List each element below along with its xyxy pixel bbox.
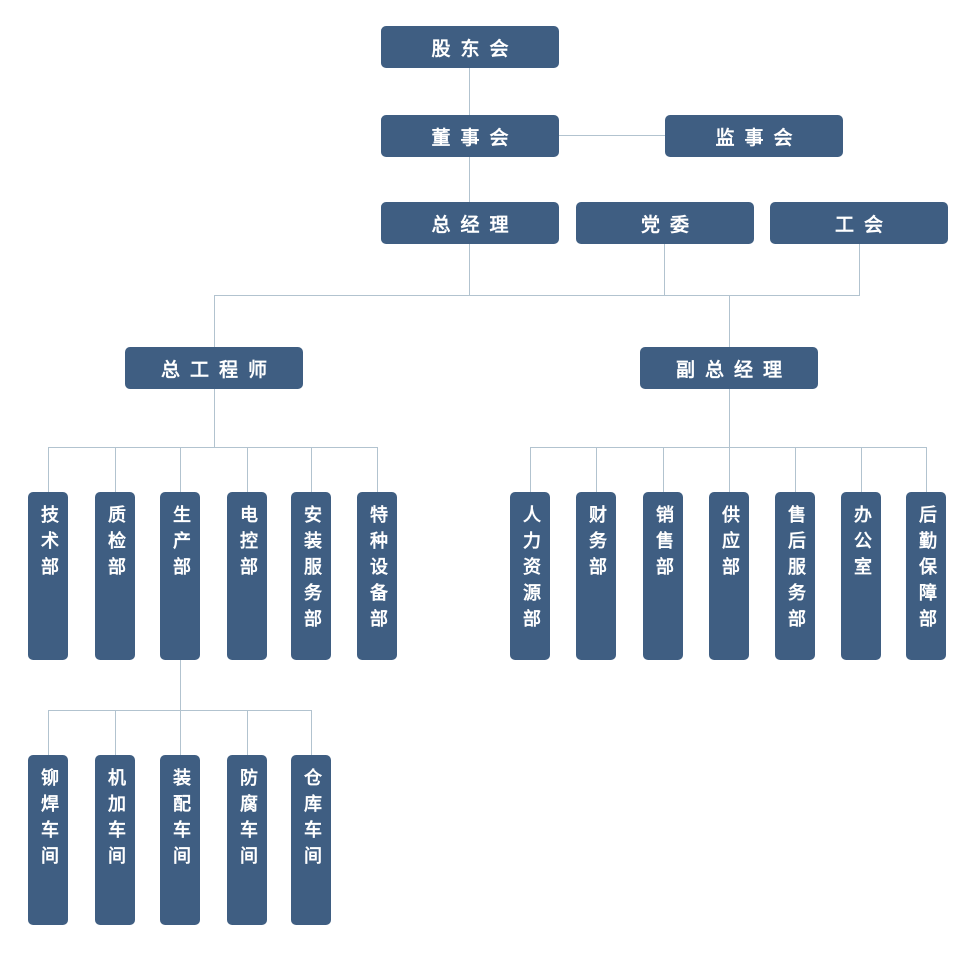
connector-line xyxy=(926,447,927,492)
org-node-chief-engineer: 总工程师 xyxy=(125,347,303,389)
org-node-dept-technology: 技术部 xyxy=(28,492,68,660)
connector-line xyxy=(729,295,730,347)
connector-line xyxy=(664,244,665,295)
org-node-dept-after-sales: 售后服务部 xyxy=(775,492,815,660)
connector-line xyxy=(214,389,215,447)
connector-line xyxy=(377,447,378,492)
connector-line xyxy=(861,447,862,492)
connector-line xyxy=(469,244,470,295)
connector-line xyxy=(311,710,312,755)
connector-line xyxy=(247,447,248,492)
org-node-dept-finance: 财务部 xyxy=(576,492,616,660)
org-node-board: 董事会 xyxy=(381,115,559,157)
org-node-workshop-machining: 机加车间 xyxy=(95,755,135,925)
connector-line xyxy=(115,710,116,755)
connector-line xyxy=(214,295,860,296)
org-node-dept-install-service: 安装服务部 xyxy=(291,492,331,660)
org-node-dept-supply: 供应部 xyxy=(709,492,749,660)
connector-line xyxy=(469,157,470,202)
org-node-workshop-welding: 铆焊车间 xyxy=(28,755,68,925)
connector-line xyxy=(311,447,312,492)
org-node-dept-office: 办公室 xyxy=(841,492,881,660)
org-node-workshop-anticorrosion: 防腐车间 xyxy=(227,755,267,925)
connector-line xyxy=(180,710,181,755)
org-node-supervisory: 监事会 xyxy=(665,115,843,157)
connector-line xyxy=(115,447,116,492)
connector-line xyxy=(48,447,378,448)
org-node-dept-production: 生产部 xyxy=(160,492,200,660)
org-node-dept-electric-control: 电控部 xyxy=(227,492,267,660)
org-node-dept-quality: 质检部 xyxy=(95,492,135,660)
org-node-party-committee: 党委 xyxy=(576,202,754,244)
org-node-workshop-warehouse: 仓库车间 xyxy=(291,755,331,925)
connector-line xyxy=(729,389,730,447)
connector-line xyxy=(663,447,664,492)
org-node-deputy-general-manager: 副总经理 xyxy=(640,347,818,389)
connector-line xyxy=(247,710,248,755)
connector-line xyxy=(559,135,665,136)
connector-line xyxy=(180,447,181,492)
org-node-general-manager: 总经理 xyxy=(381,202,559,244)
connector-line xyxy=(530,447,531,492)
connector-line xyxy=(859,244,860,295)
org-node-dept-sales: 销售部 xyxy=(643,492,683,660)
connector-line xyxy=(48,447,49,492)
connector-line xyxy=(214,295,215,347)
org-node-workshop-assembly: 装配车间 xyxy=(160,755,200,925)
connector-line xyxy=(596,447,597,492)
org-node-dept-logistics: 后勤保障部 xyxy=(906,492,946,660)
connector-line xyxy=(469,68,470,115)
connector-line xyxy=(795,447,796,492)
org-node-labor-union: 工会 xyxy=(770,202,948,244)
connector-line xyxy=(48,710,49,755)
connector-line xyxy=(530,447,927,448)
connector-line xyxy=(180,660,181,710)
org-node-dept-special-equipment: 特种设备部 xyxy=(357,492,397,660)
org-node-dept-human-resources: 人力资源部 xyxy=(510,492,550,660)
connector-line xyxy=(729,447,730,492)
org-node-shareholders: 股东会 xyxy=(381,26,559,68)
